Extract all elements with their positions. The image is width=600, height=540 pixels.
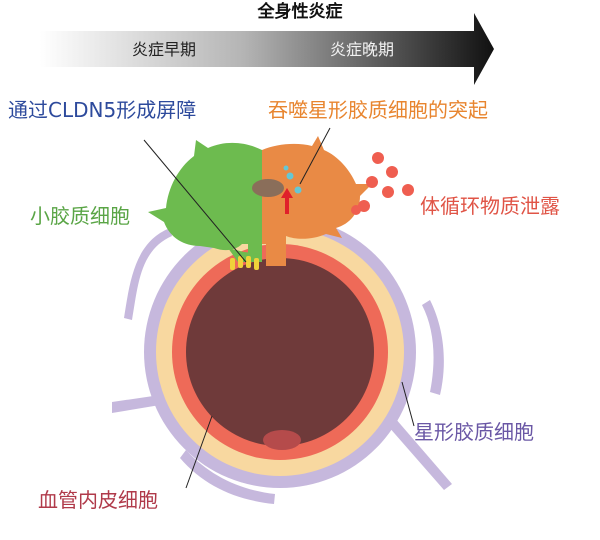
endothelial-nucleus bbox=[263, 430, 301, 450]
microglia-process bbox=[228, 248, 262, 262]
title-systemic-inflammation: 全身性炎症 bbox=[257, 2, 343, 22]
vessel-lumen bbox=[186, 258, 374, 446]
label-endfoot-phagocytosis: 吞噬星形胶质细胞的突起 bbox=[268, 98, 488, 122]
microglia-stalk bbox=[266, 244, 286, 266]
leader-lines bbox=[143, 127, 415, 489]
label-late-inflammation: 炎症晚期 bbox=[330, 40, 395, 59]
leak-dots bbox=[351, 152, 414, 215]
label-early-inflammation: 炎症早期 bbox=[132, 40, 197, 59]
label-leakage: 体循环物质泄露 bbox=[420, 194, 560, 218]
label-microglia: 小胶质细胞 bbox=[30, 204, 130, 228]
astrocyte-processes bbox=[112, 228, 452, 504]
activated-microglia-cell bbox=[262, 136, 372, 244]
label-astrocyte: 星形胶质细胞 bbox=[414, 420, 534, 444]
engulfed-endfoot bbox=[252, 179, 284, 197]
label-endothelial: 血管内皮细胞 bbox=[38, 488, 158, 512]
cldn5-junction bbox=[230, 256, 259, 270]
label-cldn5-barrier: 通过CLDN5形成屏障 bbox=[8, 98, 197, 122]
inflammation-progress-arrow bbox=[40, 13, 494, 85]
teal-dots bbox=[283, 165, 302, 194]
microglia-cell bbox=[148, 140, 262, 262]
up-arrow-icon bbox=[281, 188, 293, 214]
